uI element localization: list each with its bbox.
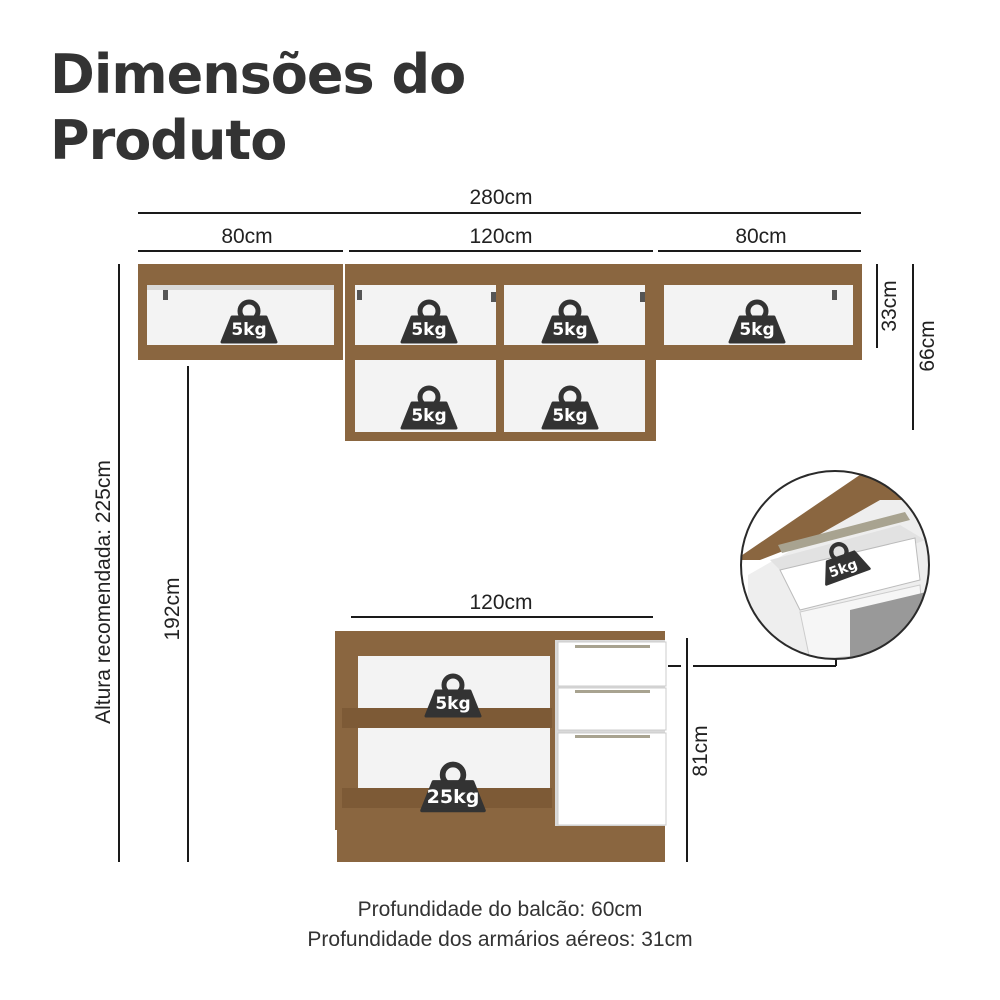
weight-label-lower-center-1: 5kg xyxy=(411,406,446,426)
title-line-2: Produto xyxy=(50,109,287,172)
counter-cabinet xyxy=(335,631,667,862)
weight-label-upper-right: 5kg xyxy=(739,320,774,340)
center-upper-width-label: 120cm xyxy=(469,225,533,248)
page-title: Dimensões do Produto xyxy=(50,42,466,174)
footer-cabinet-depth: Profundidade dos armários aéreos: 31cm xyxy=(307,928,693,951)
weight-label-upper-left: 5kg xyxy=(231,320,266,340)
weight-label-counter-shelf: 5kg xyxy=(435,694,470,714)
total-width-label: 280cm xyxy=(469,186,533,209)
title-line-1: Dimensões do xyxy=(50,43,466,106)
dimension-lines xyxy=(118,212,914,862)
upper-cabinets xyxy=(138,264,862,441)
footer-counter-depth: Profundidade do balcão: 60cm xyxy=(357,898,643,921)
weight-label-counter-bottom: 25kg xyxy=(427,786,480,808)
right-upper-width-label: 80cm xyxy=(735,225,787,248)
weight-label-upper-center-2: 5kg xyxy=(552,320,587,340)
weight-label-upper-center-1: 5kg xyxy=(411,320,446,340)
left-upper-width-label: 80cm xyxy=(221,225,273,248)
counter-width-label: 120cm xyxy=(469,591,533,614)
weight-label-lower-center-2: 5kg xyxy=(552,406,587,426)
